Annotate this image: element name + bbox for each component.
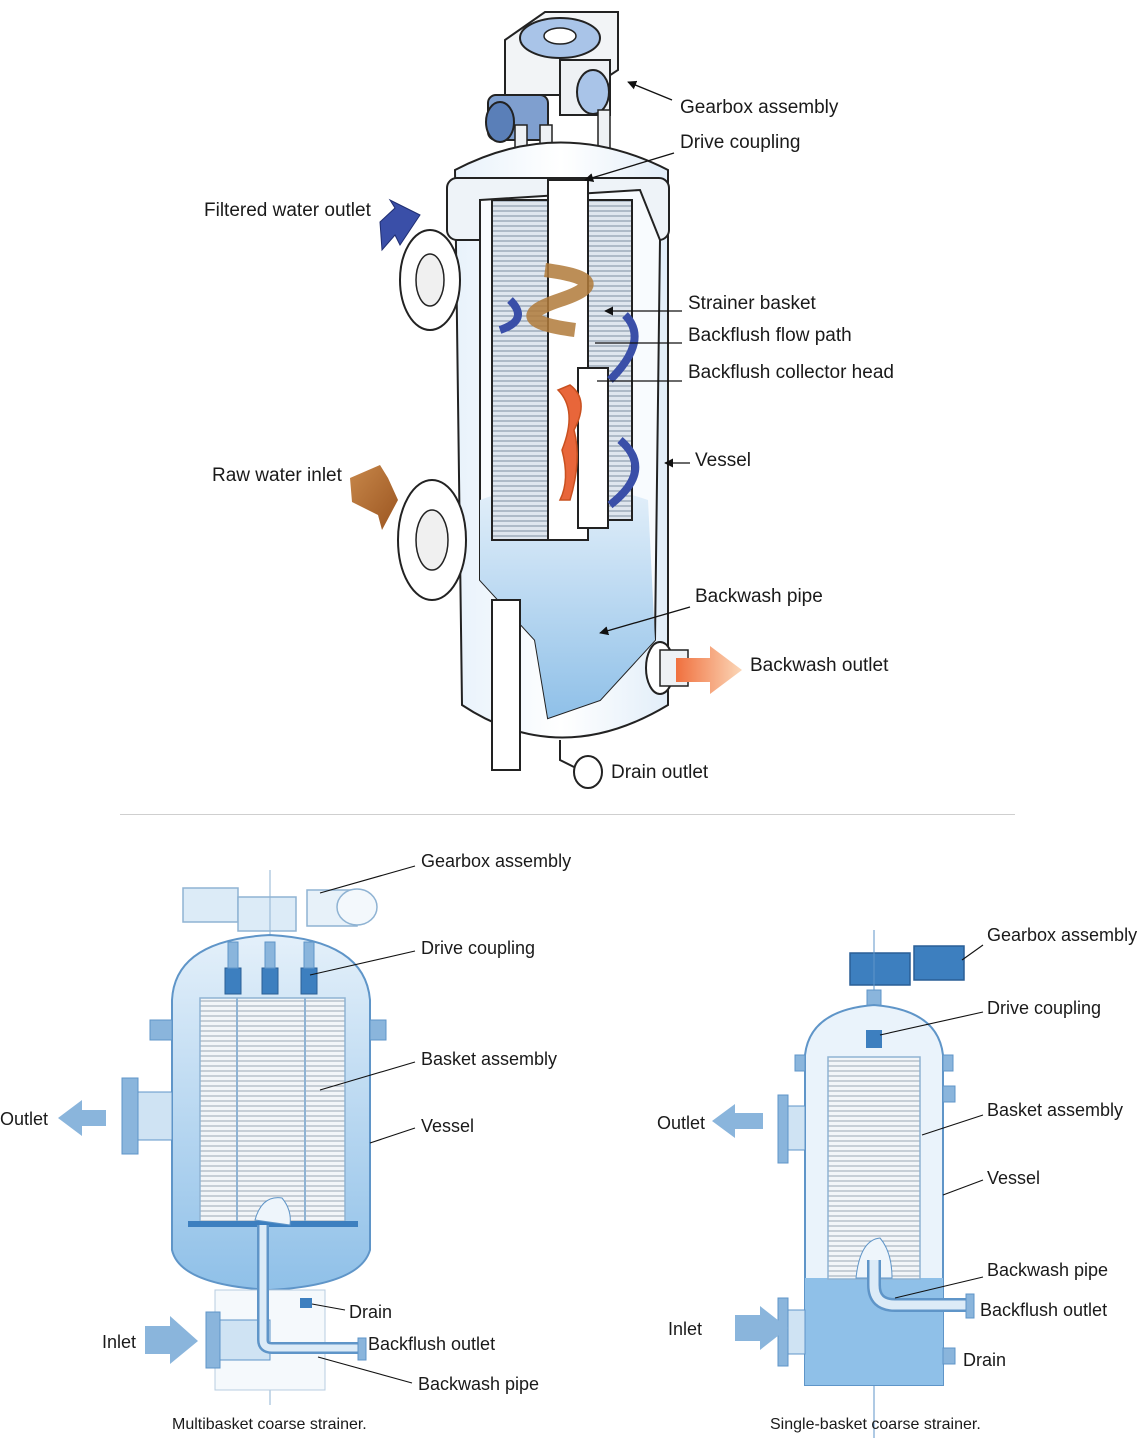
backwash-outlet-nozzle: [645, 641, 689, 695]
label-mb-backwash-pipe: Backwash pipe: [418, 1374, 540, 1394]
label-gearbox-assembly: Gearbox assembly: [680, 97, 839, 118]
drain-outlet-nozzle: [559, 740, 603, 789]
label-vessel: Vessel: [695, 450, 751, 471]
label-sb-outlet: Outlet: [657, 1113, 706, 1133]
label-backwash-outlet: Backwash outlet: [750, 655, 889, 676]
filtered-outlet-nozzle: [399, 229, 461, 331]
label-backflush-collector-head: Backflush collector head: [688, 362, 894, 383]
label-mb-drain: Drain: [349, 1302, 393, 1322]
label-filtered-water-outlet: Filtered water outlet: [204, 200, 371, 221]
gearbox-assembly: [485, 11, 619, 171]
label-sb-drain: Drain: [963, 1350, 1007, 1370]
label-backflush-flow-path: Backflush flow path: [688, 325, 852, 346]
label-mb-inlet: Inlet: [102, 1332, 137, 1352]
multibasket-leader-lines: [309, 865, 416, 1384]
label-mb-backflush-outlet: Backflush outlet: [368, 1334, 496, 1354]
section-divider: [120, 814, 1015, 815]
top-leader-lines: [584, 80, 691, 636]
label-drain-outlet: Drain outlet: [611, 762, 709, 783]
label-sb-backwash-pipe: Backwash pipe: [987, 1260, 1109, 1280]
label-mb-gearbox-assembly: Gearbox assembly: [421, 851, 572, 871]
single-basket-leader-lines: [879, 944, 984, 1299]
caption-single-basket: Single-basket coarse strainer.: [770, 1416, 981, 1433]
raw-inlet-nozzle: [397, 479, 467, 601]
label-sb-vessel: Vessel: [987, 1168, 1041, 1188]
label-backwash-pipe: Backwash pipe: [695, 586, 823, 607]
label-raw-water-inlet: Raw water inlet: [212, 465, 342, 486]
label-sb-basket-assembly: Basket assembly: [987, 1100, 1124, 1120]
label-mb-vessel: Vessel: [421, 1116, 475, 1136]
top-vessel: [350, 11, 742, 789]
label-sb-backflush-outlet: Backflush outlet: [980, 1300, 1108, 1320]
single-basket-strainer: [712, 930, 975, 1438]
label-drive-coupling: Drive coupling: [680, 132, 801, 153]
label-mb-outlet: Outlet: [0, 1109, 49, 1129]
caption-multibasket: Multibasket coarse strainer.: [172, 1416, 367, 1433]
label-sb-drive-coupling: Drive coupling: [987, 998, 1102, 1018]
multibasket-strainer: [58, 870, 387, 1405]
label-mb-drive-coupling: Drive coupling: [421, 938, 536, 958]
label-sb-gearbox-assembly: Gearbox assembly: [987, 925, 1138, 945]
label-strainer-basket: Strainer basket: [688, 293, 816, 314]
label-sb-inlet: Inlet: [668, 1319, 703, 1339]
label-mb-basket-assembly: Basket assembly: [421, 1049, 558, 1069]
